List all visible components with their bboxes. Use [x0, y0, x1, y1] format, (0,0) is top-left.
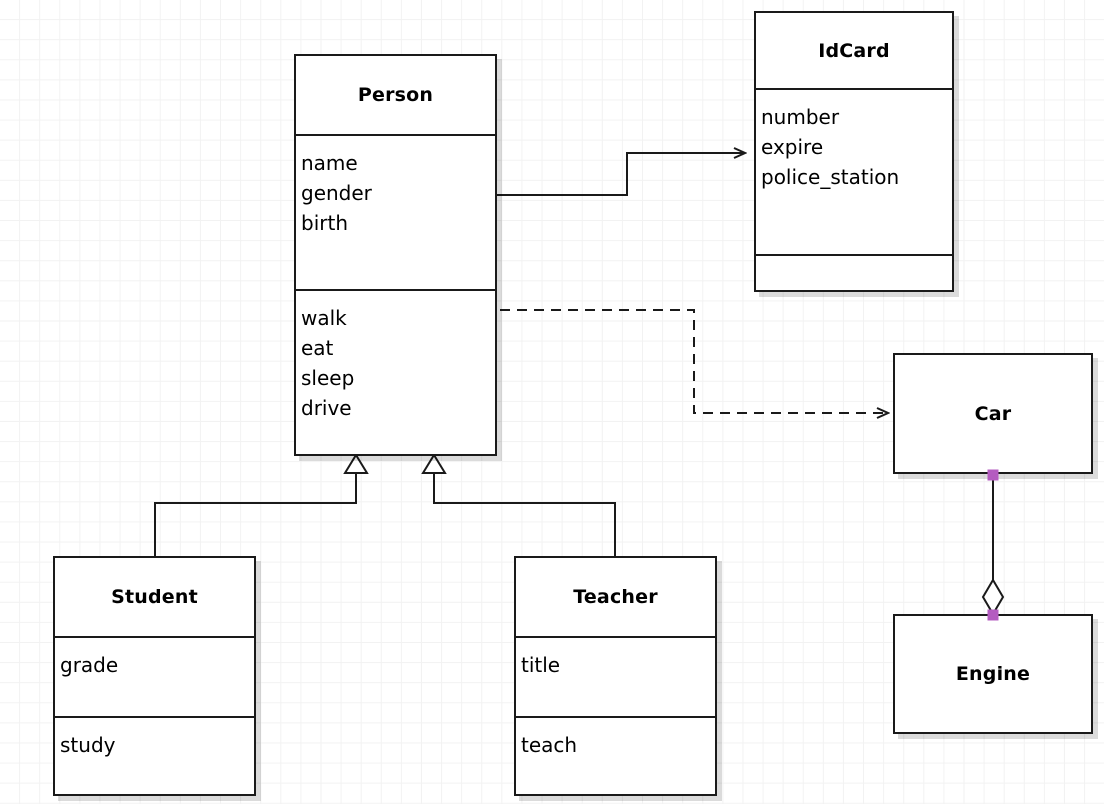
class-title-person: Person: [357, 84, 434, 106]
method-row: walk: [301, 306, 347, 330]
method-row: drive: [301, 396, 352, 420]
class-box-car[interactable]: Car: [893, 353, 1093, 474]
class-box-teacher[interactable]: Teacher title teach: [514, 556, 717, 796]
class-box-student[interactable]: Student grade study: [53, 556, 256, 796]
class-methods-teacher: teach: [516, 716, 715, 796]
attribute-row: gender: [301, 181, 372, 205]
class-box-person[interactable]: Person name gender birth walk eat sleep …: [294, 54, 497, 456]
class-box-engine[interactable]: Engine: [893, 614, 1093, 734]
class-attributes-teacher: title: [516, 636, 715, 716]
class-title-car: Car: [974, 402, 1012, 425]
edge-student-person: [154, 453, 369, 556]
edge-person-idcard: [497, 153, 745, 196]
method-row: eat: [301, 336, 334, 360]
class-box-idcard[interactable]: IdCard number expire police_station: [754, 11, 954, 292]
method-row: study: [60, 733, 116, 757]
connection-handle-car-bottom[interactable]: [987, 469, 999, 481]
attribute-row: birth: [301, 211, 348, 235]
attribute-row: grade: [60, 653, 119, 677]
method-row: sleep: [301, 366, 355, 390]
class-methods-idcard: [756, 254, 952, 290]
class-title-teacher: Teacher: [573, 586, 658, 608]
class-methods-student: study: [55, 716, 254, 796]
class-title-student: Student: [111, 586, 198, 608]
method-row: teach: [521, 733, 578, 757]
edge-person-car: [500, 309, 888, 413]
class-title-engine: Engine: [955, 663, 1031, 685]
class-attributes-idcard: number expire police_station: [756, 88, 952, 254]
attribute-row: title: [521, 653, 561, 677]
attribute-row: expire: [761, 135, 824, 159]
attribute-row: number: [761, 105, 840, 129]
class-methods-person: walk eat sleep drive: [296, 289, 495, 454]
connection-handle-engine-top[interactable]: [987, 609, 999, 621]
attribute-row: police_station: [761, 165, 900, 189]
class-attributes-student: grade: [55, 636, 254, 716]
class-title-idcard: IdCard: [818, 39, 890, 62]
edge-teacher-person: [421, 453, 616, 556]
edge-car-engine: [981, 476, 1005, 616]
class-attributes-person: name gender birth: [296, 134, 495, 289]
attribute-row: name: [301, 151, 358, 175]
